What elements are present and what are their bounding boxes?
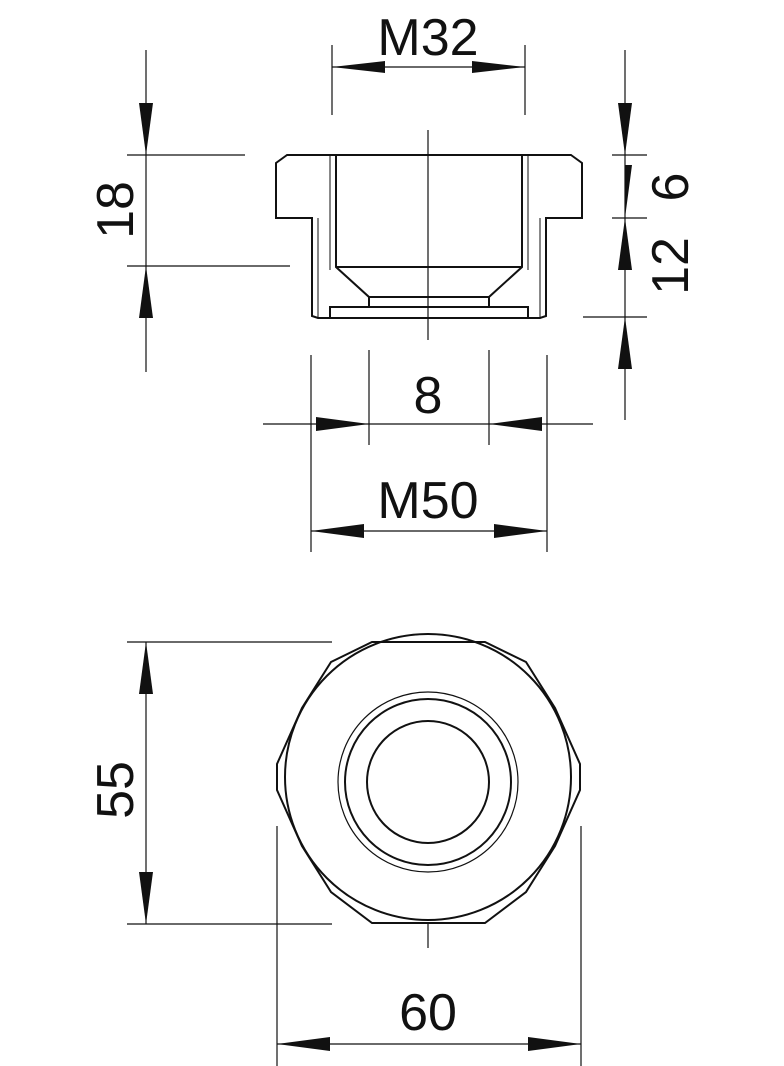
flange-circle <box>284 633 572 921</box>
bore-recess <box>329 306 529 319</box>
top-view <box>276 633 581 924</box>
dim-60: 60 <box>276 826 582 1066</box>
dim-8-label: 8 <box>414 367 443 425</box>
dim-6-12: 6 12 <box>583 50 700 420</box>
dim-60-label: 60 <box>399 984 457 1042</box>
inner-bore-circle <box>344 698 512 866</box>
dim-8: 8 <box>263 350 593 445</box>
dim-m32: M32 <box>331 9 526 115</box>
section-left-body <box>275 154 370 319</box>
dim-m50-label: M50 <box>377 472 478 530</box>
dim-m32-label: M32 <box>377 9 478 67</box>
dim-18-label: 18 <box>87 181 145 239</box>
bore-step <box>368 296 490 308</box>
outer-thread-circle <box>337 691 519 873</box>
dim-55-label: 55 <box>87 761 145 819</box>
inner-hole-circle <box>366 720 490 844</box>
section-view <box>275 130 583 340</box>
section-right-body <box>488 154 583 319</box>
hexagon-outline <box>276 641 581 924</box>
dim-6-label: 6 <box>642 173 700 202</box>
dim-55: 55 <box>87 641 332 925</box>
dim-18: 18 <box>87 50 290 372</box>
dim-m50: M50 <box>310 355 548 552</box>
dim-12-label: 12 <box>642 237 700 295</box>
